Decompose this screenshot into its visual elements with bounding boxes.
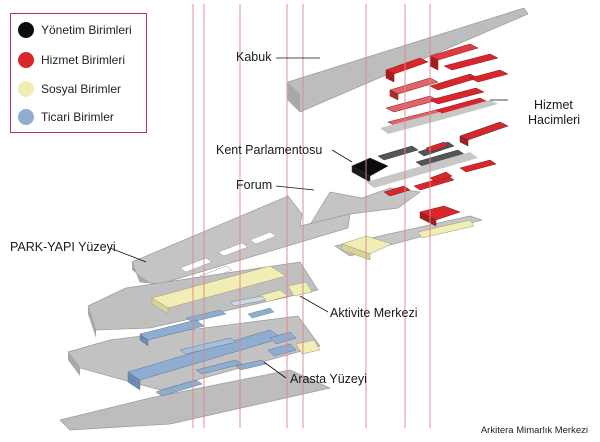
legend-swatch-yonetim (18, 22, 34, 38)
guide-lines (192, 4, 431, 428)
legend-label-hizmet: Hizmet Birimleri (41, 53, 125, 67)
hizmet-shadows (380, 100, 498, 134)
label-aktivite: Aktivite Merkezi (330, 306, 418, 320)
legend-swatch-sosyal (18, 81, 34, 97)
label-hizmet-line1: Hizmet (534, 98, 573, 112)
legend-label-ticari: Ticari Birimler (41, 110, 114, 124)
legend-label-sosyal: Sosyal Birimler (41, 82, 122, 96)
arasta-blue-blocks (127, 319, 297, 397)
label-kent-parlamentosu: Kent Parlamentosu (216, 143, 323, 157)
park-openings (179, 231, 277, 281)
park-yellow-blocks (151, 265, 321, 355)
kabuk-slab (287, 7, 529, 113)
aktivite-blocks (185, 295, 275, 323)
legend: Yönetim Birimleri Hizmet Birimleri Sosya… (10, 13, 147, 133)
legend-swatch-ticari (18, 109, 34, 125)
arasta-slab-side (68, 352, 80, 376)
parlamento-blocks (351, 121, 509, 183)
parlamento-shadow (366, 152, 478, 188)
legend-swatch-hizmet (18, 52, 34, 68)
label-hizmet-line2: Hacimleri (528, 113, 581, 127)
legend-item-yonetim: Yönetim Birimleri (18, 22, 132, 38)
label-park-yapi: PARK-YAPI Yüzeyi (10, 240, 116, 254)
ground-slab (59, 369, 332, 431)
aktivite-slab-side (88, 306, 96, 338)
legend-item-ticari: Ticari Birimler (18, 109, 114, 125)
label-forum: Forum (236, 178, 273, 192)
label-arasta: Arasta Yüzeyi (290, 372, 367, 386)
hizmet-blocks-upper (385, 43, 509, 127)
kabuk-slab-side (288, 82, 300, 112)
leader-lines (109, 57, 508, 379)
legend-item-hizmet: Hizmet Birimleri (18, 52, 125, 68)
label-kabuk: Kabuk (236, 50, 272, 64)
legend-item-sosyal: Sosyal Birimler (18, 81, 121, 97)
legend-label-yonetim: Yönetim Birimleri (41, 23, 132, 37)
credit-text: Arkitera Mimarlık Merkezi (480, 425, 588, 436)
forum-red-blocks (383, 159, 497, 227)
forum-yellow-blocks (341, 219, 475, 261)
